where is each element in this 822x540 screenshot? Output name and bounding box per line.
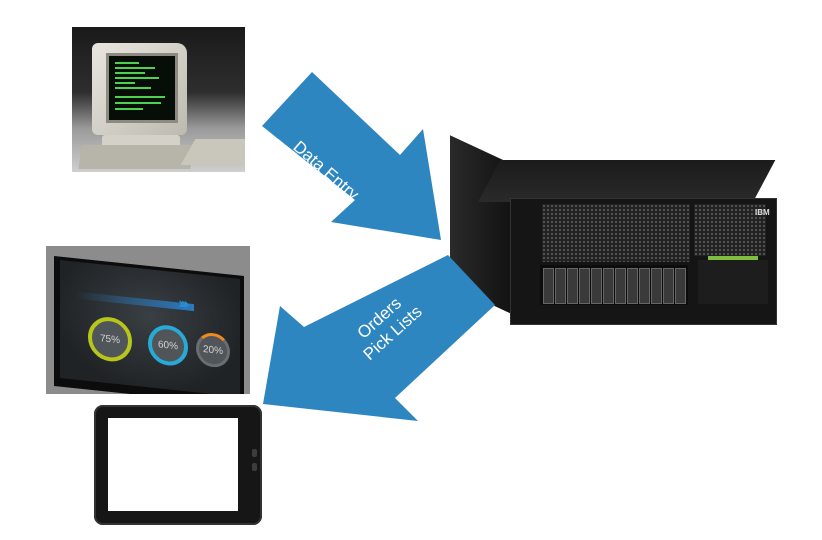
- front-grille-right: [694, 204, 766, 256]
- terminal-photo: [72, 27, 245, 172]
- drive-bays: [540, 265, 688, 305]
- green-screen: [106, 53, 178, 123]
- tablet-button: [252, 449, 257, 457]
- control-panel: [698, 260, 768, 304]
- status-light-bar: [708, 256, 758, 261]
- data-entry-arrow: [262, 72, 441, 240]
- ibm-logo: IBM: [755, 208, 770, 217]
- front-grille-left: [542, 204, 690, 262]
- dashboard-display-photo: ››› 75% 60% 20%: [46, 246, 250, 394]
- tablet-device: [94, 405, 262, 525]
- orders-arrow: [263, 255, 495, 421]
- server-photo: IBM: [450, 135, 785, 330]
- tablet-screen: [108, 418, 238, 511]
- tablet-button: [252, 463, 257, 471]
